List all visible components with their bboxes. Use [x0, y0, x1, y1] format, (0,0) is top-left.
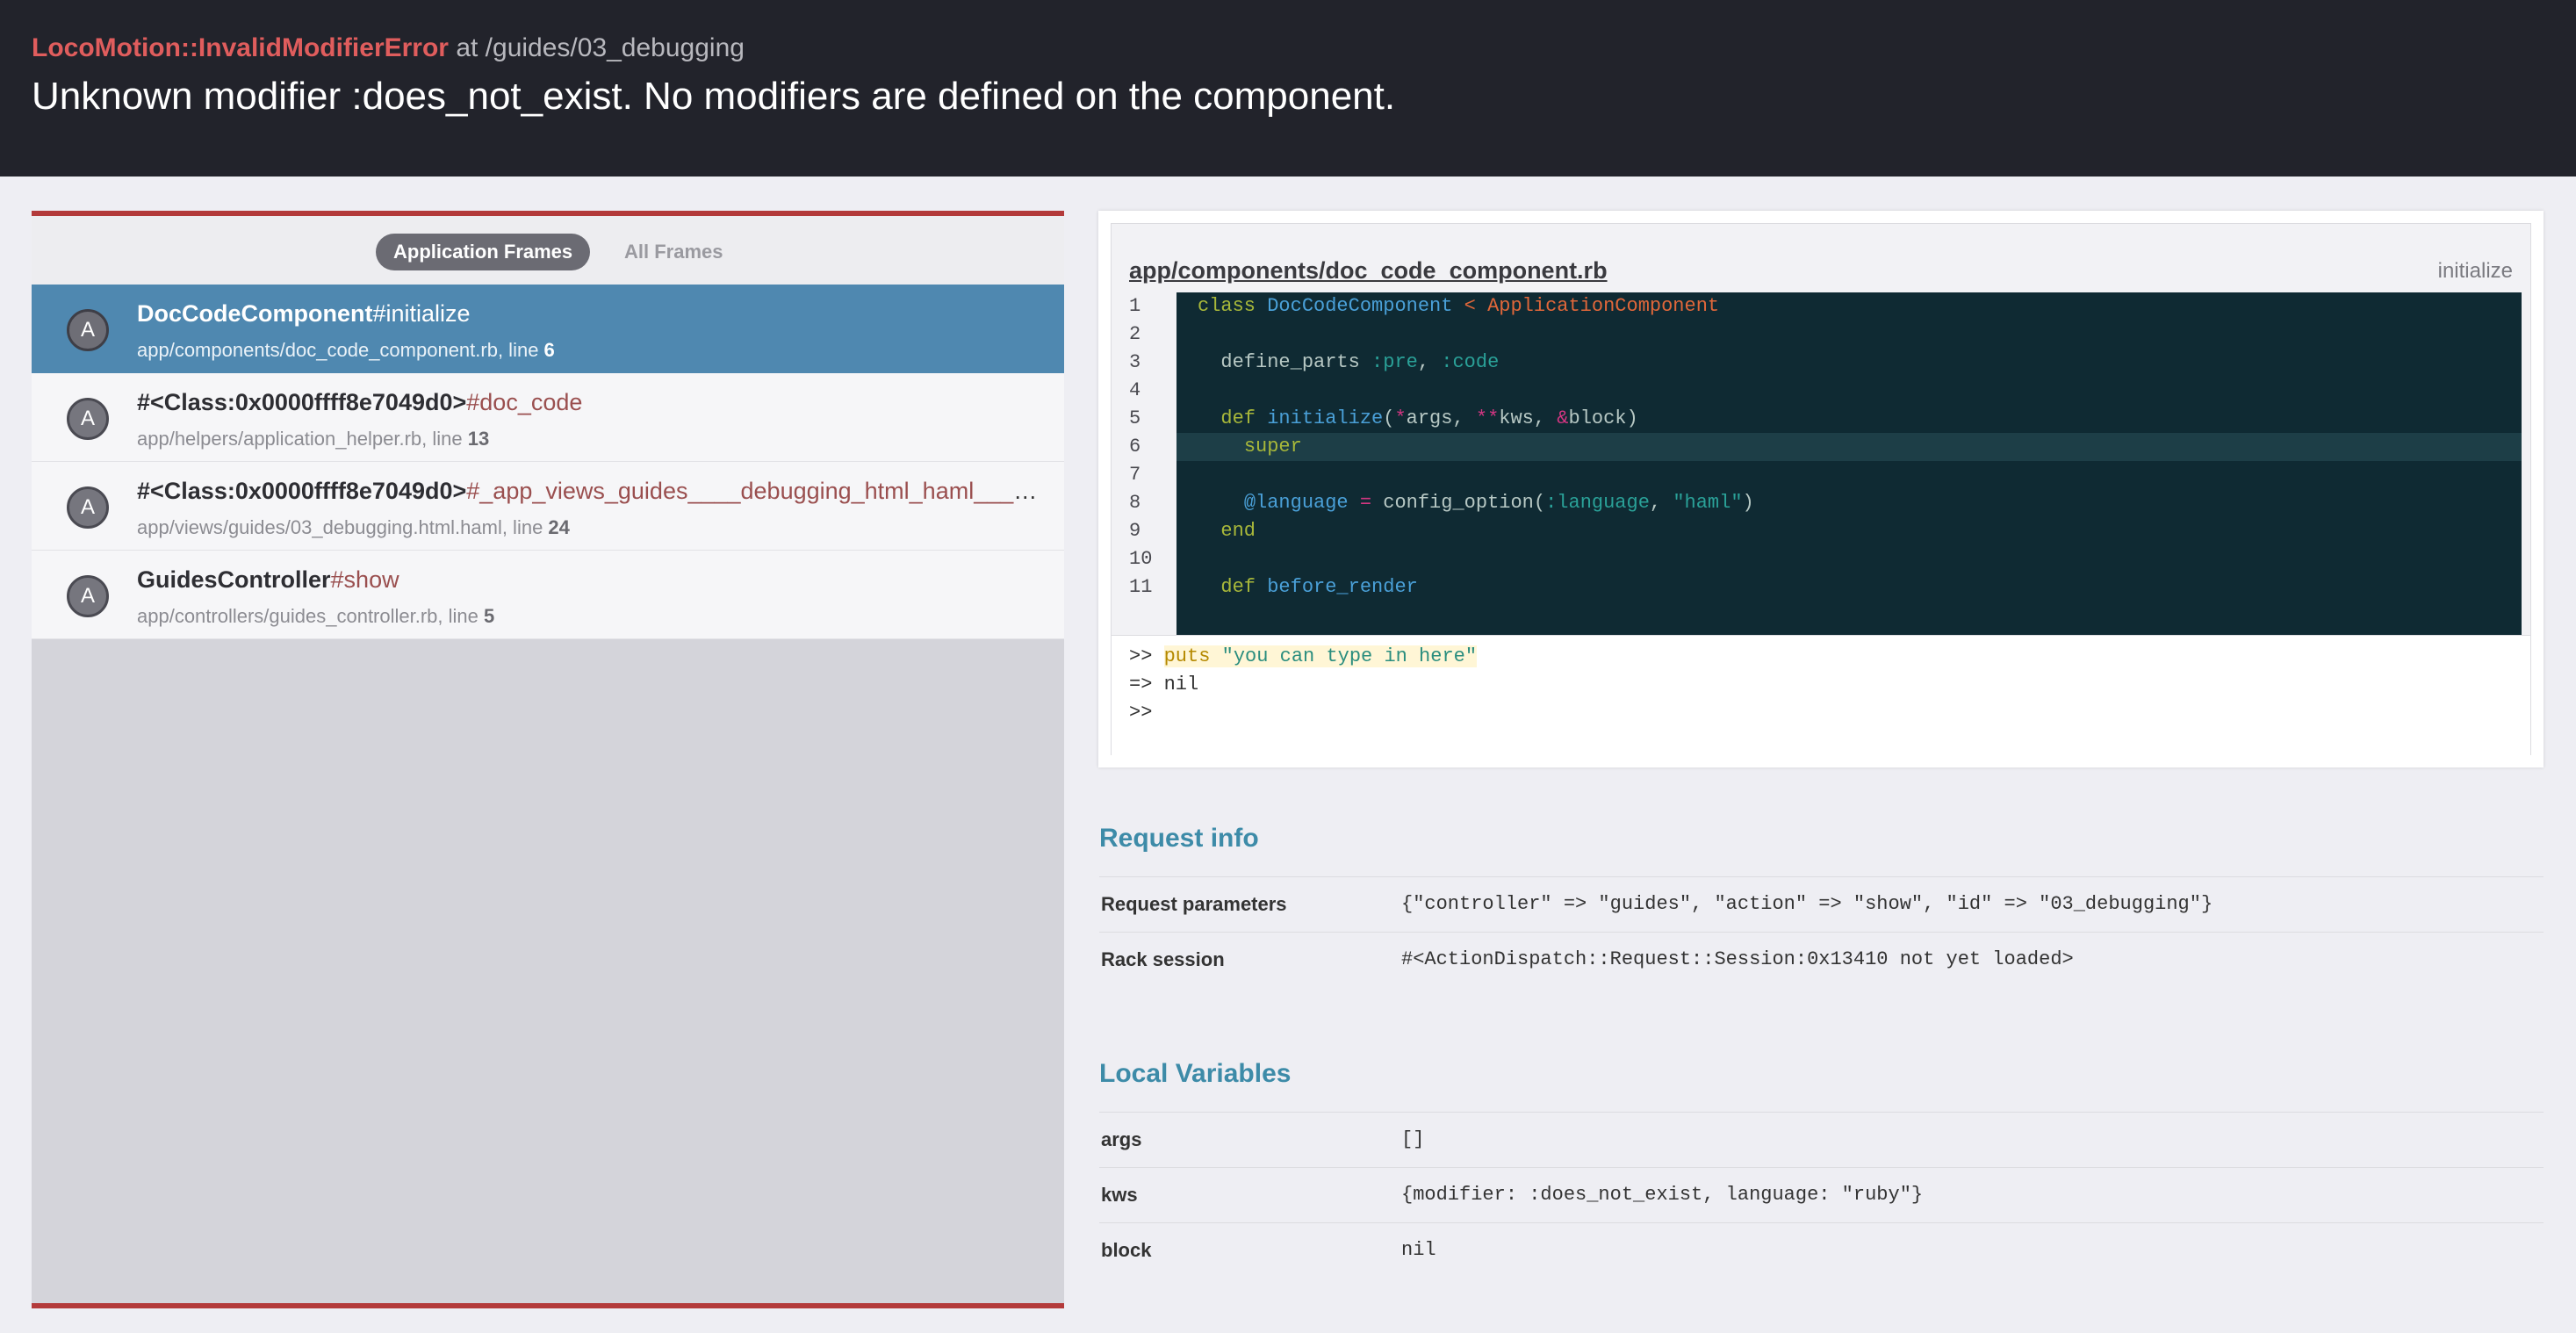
frame-item[interactable]: A DocCodeComponent#initialize app/compon…: [32, 285, 1064, 373]
code-line: def before_render: [1220, 576, 1418, 598]
frame-class: #<Class:0x0000ffff8e7049d0>: [137, 478, 467, 504]
code-line: class DocCodeComponent < ApplicationComp…: [1198, 295, 1720, 317]
frame-line-number: 6: [543, 339, 555, 361]
frame-name: DocCodeComponent#initialize: [137, 300, 1050, 328]
frame-location: app/views/guides/03_debugging.html.haml,…: [137, 516, 570, 539]
frame-badge-application: A: [67, 575, 109, 617]
info-row: args []: [1099, 1112, 2544, 1167]
frame-file: app/components/doc_code_component.rb, li…: [137, 339, 544, 361]
exception-location: at /guides/03_debugging: [456, 33, 745, 62]
request-info-table: Request parameters {"controller" => "gui…: [1099, 876, 2544, 987]
local-variables-table: args [] kws {modifier: :does_not_exist, …: [1099, 1112, 2544, 1278]
console-input-prompt[interactable]: >>: [1129, 702, 1153, 724]
exception-class: LocoMotion::InvalidModifierError: [32, 33, 449, 62]
source-code: class DocCodeComponent < ApplicationComp…: [1176, 292, 2522, 635]
code-line: [1176, 461, 2522, 489]
exception-message: Unknown modifier :does_not_exist. No mod…: [32, 75, 1396, 118]
frame-method: #_app_views_guides____debugging_html_ham…: [466, 478, 1050, 504]
frame-file: app/helpers/application_helper.rb, line: [137, 428, 468, 450]
frame-tabs: Application Frames All Frames: [32, 216, 1064, 285]
frame-method: #initialize: [372, 300, 471, 327]
line-number: 9: [1129, 520, 1141, 542]
local-variables-title: Local Variables: [1099, 1059, 1292, 1088]
line-number: 8: [1129, 492, 1141, 514]
console-command-line: >> puts "you can type in here": [1129, 643, 1478, 671]
frame-line-number: 5: [484, 605, 495, 627]
info-value: #<ActionDispatch::Request::Session:0x134…: [1401, 948, 2074, 970]
frame-badge-application: A: [67, 486, 109, 529]
frame-location: app/helpers/application_helper.rb, line …: [137, 428, 489, 450]
console-command-method: puts: [1163, 645, 1211, 667]
frame-item[interactable]: A #<Class:0x0000ffff8e7049d0>#_app_views…: [32, 462, 1064, 551]
line-number: 7: [1129, 464, 1141, 486]
info-key: block: [1101, 1239, 1152, 1261]
line-number: 11: [1129, 576, 1153, 598]
line-numbers: 1 2 3 4 5 6 7 8 9 10 11: [1129, 292, 1173, 602]
info-row: Request parameters {"controller" => "gui…: [1099, 876, 2544, 932]
frame-file: app/controllers/guides_controller.rb, li…: [137, 605, 485, 627]
code-line: end: [1220, 520, 1256, 542]
frame-badge-application: A: [67, 309, 109, 351]
code-line-highlighted: super: [1176, 433, 2522, 461]
frame-item[interactable]: A GuidesController#show app/controllers/…: [32, 551, 1064, 639]
frame-method: #show: [330, 566, 399, 593]
tab-application-frames[interactable]: Application Frames: [376, 234, 591, 270]
line-number: 2: [1129, 323, 1141, 345]
code-line: [1176, 321, 2522, 349]
console-result: => nil: [1129, 674, 1199, 695]
frame-class: DocCodeComponent: [137, 300, 373, 327]
frame-badge-application: A: [67, 398, 109, 440]
error-header: LocoMotion::InvalidModifierError at /gui…: [0, 0, 2576, 177]
console-prompt: >>: [1129, 645, 1164, 667]
frame-class: GuidesController: [137, 566, 331, 593]
line-number: 6: [1129, 436, 1141, 458]
info-key: kws: [1101, 1184, 1138, 1206]
frame-list: A DocCodeComponent#initialize app/compon…: [32, 285, 1064, 639]
line-number: 3: [1129, 351, 1141, 373]
frame-line-number: 24: [548, 516, 570, 538]
info-key: Request parameters: [1101, 893, 1287, 915]
code-viewer: app/components/doc_code_component.rb ini…: [1111, 223, 2531, 755]
info-value: nil: [1401, 1239, 1436, 1261]
request-info-title: Request info: [1099, 824, 1259, 853]
frame-class: #<Class:0x0000ffff8e7049d0>: [137, 389, 467, 415]
code-line: define_parts :pre, :code: [1220, 351, 1500, 373]
code-panel: app/components/doc_code_component.rb ini…: [1098, 211, 2544, 767]
console-command: puts "you can type in here": [1163, 645, 1478, 667]
code-line: [1176, 377, 2522, 405]
frames-panel: Application Frames All Frames A DocCodeC…: [32, 211, 1064, 1308]
info-row: kws {modifier: :does_not_exist, language…: [1099, 1167, 2544, 1222]
line-number: 1: [1129, 295, 1141, 317]
frame-name: #<Class:0x0000ffff8e7049d0>#_app_views_g…: [137, 478, 1050, 505]
info-row: block nil: [1099, 1222, 2544, 1278]
info-value: {modifier: :does_not_exist, language: "r…: [1401, 1184, 1924, 1206]
frame-location: app/controllers/guides_controller.rb, li…: [137, 605, 494, 628]
info-key: args: [1101, 1128, 1142, 1150]
frame-item[interactable]: A #<Class:0x0000ffff8e7049d0>#doc_code a…: [32, 373, 1064, 462]
code-line: @language = config_option(:language, "ha…: [1243, 492, 1754, 514]
code-line: def initialize(*args, **kws, &block): [1220, 407, 1638, 429]
frame-file: app/views/guides/03_debugging.html.haml,…: [137, 516, 549, 538]
code-line: [1176, 545, 2522, 573]
tab-all-frames[interactable]: All Frames: [624, 241, 723, 263]
console-command-arg: "you can type in here": [1221, 645, 1478, 667]
line-number: 5: [1129, 407, 1141, 429]
method-name: initialize: [2437, 259, 2513, 283]
info-value: {"controller" => "guides", "action" => "…: [1401, 893, 2213, 915]
info-value: []: [1401, 1128, 1425, 1150]
line-number: 10: [1129, 548, 1153, 570]
line-number: 4: [1129, 379, 1141, 401]
frame-method: #doc_code: [466, 389, 583, 415]
frame-location: app/components/doc_code_component.rb, li…: [137, 339, 555, 362]
info-key: Rack session: [1101, 948, 1225, 970]
file-path-link[interactable]: app/components/doc_code_component.rb: [1129, 257, 1608, 284]
repl-console[interactable]: >> puts "you can type in here" => nil >>: [1112, 635, 2530, 755]
frame-line-number: 13: [467, 428, 490, 450]
frame-name: GuidesController#show: [137, 566, 1050, 594]
exception-line: LocoMotion::InvalidModifierError at /gui…: [32, 33, 745, 63]
info-row: Rack session #<ActionDispatch::Request::…: [1099, 932, 2544, 987]
frame-name: #<Class:0x0000ffff8e7049d0>#doc_code: [137, 389, 1050, 416]
